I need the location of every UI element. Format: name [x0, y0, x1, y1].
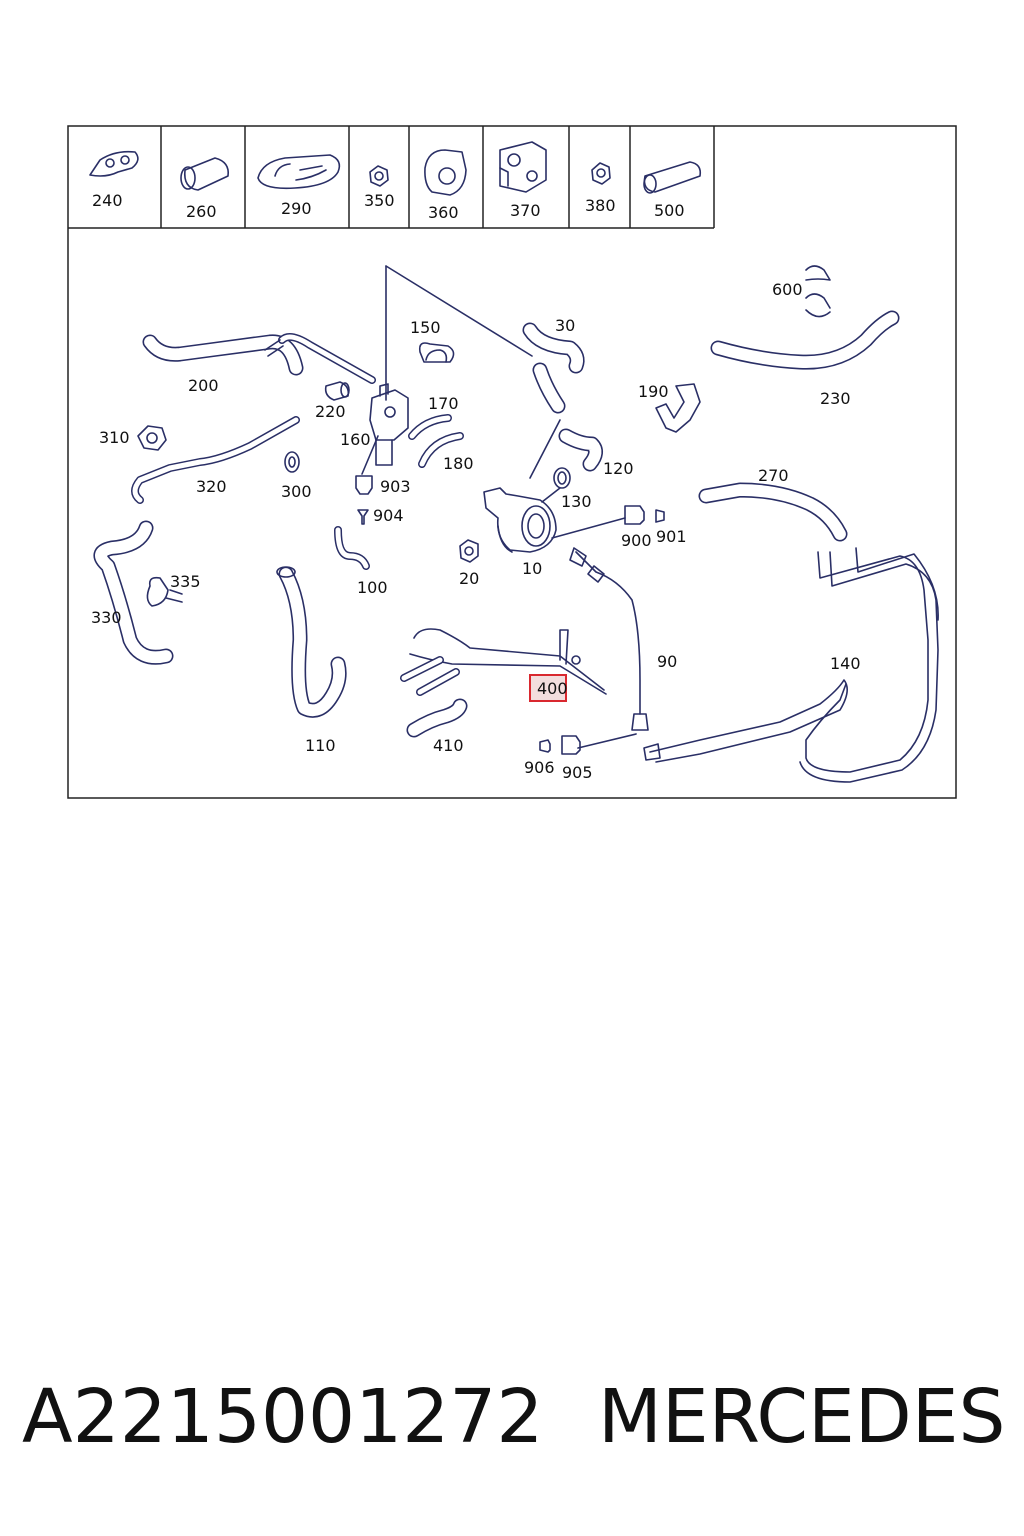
footer-caption: A2215001272 MERCEDES [0, 1372, 1024, 1472]
callout-170: 170 [428, 394, 459, 413]
callout-903: 903 [380, 477, 411, 496]
callout-90: 90 [657, 652, 677, 671]
header-label-350: 350 [364, 191, 395, 210]
foam-tube-icon [643, 161, 702, 194]
hose-170 [408, 414, 452, 440]
callout-600: 600 [772, 280, 803, 299]
callout-200: 200 [188, 376, 219, 395]
hose-270 [698, 482, 848, 542]
hose-100 [334, 526, 370, 570]
callout-901: 901 [656, 527, 687, 546]
nut-310 [137, 425, 167, 451]
connector-903 [355, 475, 373, 495]
hose-330 [93, 520, 174, 665]
callout-310: 310 [99, 428, 130, 447]
callout-150: 150 [410, 318, 441, 337]
clamp-150 [418, 342, 455, 363]
callout-904: 904 [373, 506, 404, 525]
bracket-clip-icon [89, 150, 139, 177]
highlight-box-400 [529, 674, 567, 702]
connector-900 [624, 505, 645, 525]
plug-906 [539, 739, 551, 753]
hose-30 [522, 322, 585, 414]
sleeve-220 [324, 381, 350, 401]
callout-400: 400 [537, 679, 568, 698]
hose-410 [406, 698, 468, 738]
header-label-240: 240 [92, 191, 123, 210]
bracket-190 [655, 383, 701, 433]
valve-160 [369, 383, 409, 466]
hose-230 [710, 310, 900, 370]
header-strip: 240 260 290 350 360 370 [68, 126, 715, 229]
header-label-260: 260 [186, 202, 217, 221]
header-label-380: 380 [585, 196, 616, 215]
cable-90 [569, 547, 649, 731]
grommet-plate-icon [257, 154, 341, 190]
hose-110 [276, 566, 347, 718]
callout-410: 410 [433, 736, 464, 755]
clamp-130 [553, 467, 571, 489]
callout-140: 140 [830, 654, 861, 673]
clamp-block-icon [424, 149, 467, 196]
callout-100: 100 [357, 578, 388, 597]
callout-180: 180 [443, 454, 474, 473]
connector-905 [561, 735, 581, 755]
header-label-500: 500 [654, 201, 685, 220]
hose-120 [558, 428, 603, 472]
clip-600 [805, 265, 831, 318]
callout-120: 120 [603, 459, 634, 478]
callout-110: 110 [305, 736, 336, 755]
plug-904 [357, 509, 369, 525]
header-label-360: 360 [428, 203, 459, 222]
pump-10 [483, 487, 557, 553]
callout-230: 230 [820, 389, 851, 408]
callout-906: 906 [524, 758, 555, 777]
nut-20 [459, 539, 479, 563]
hose-180 [418, 432, 464, 468]
header-label-370: 370 [510, 201, 541, 220]
callout-190: 190 [638, 382, 669, 401]
sleeve-icon [180, 157, 230, 191]
callout-320: 320 [196, 477, 227, 496]
mount-bracket-icon [499, 141, 547, 193]
header-label-290: 290 [281, 199, 312, 218]
callout-10: 10 [522, 559, 542, 578]
plug-901 [655, 509, 665, 523]
hex-nut-icon [591, 162, 611, 185]
callout-300: 300 [281, 482, 312, 501]
callout-30: 30 [555, 316, 575, 335]
brand-name: MERCEDES [598, 1374, 1006, 1460]
clip-335 [146, 576, 183, 607]
callout-270: 270 [758, 466, 789, 485]
callout-220: 220 [315, 402, 346, 421]
callout-330: 330 [91, 608, 122, 627]
hex-nut-icon [369, 165, 389, 187]
callout-905: 905 [562, 763, 593, 782]
callout-20: 20 [459, 569, 479, 588]
part-number: A2215001272 [22, 1374, 544, 1460]
callout-160: 160 [340, 430, 371, 449]
pipe-320 [131, 416, 300, 504]
pipe-assembly-400 [400, 628, 607, 696]
callout-130: 130 [561, 492, 592, 511]
hose-200 [142, 332, 376, 384]
washer-300 [284, 451, 300, 473]
pipe-bundle-140 [643, 547, 939, 783]
callout-900: 900 [621, 531, 652, 550]
callout-335: 335 [170, 572, 201, 591]
callout-labels: 10 20 30 90 100 110 120 130 140 150 160 … [91, 280, 861, 782]
parts-diagram: 240 260 290 350 360 370 [67, 125, 957, 799]
diagram-frame [67, 125, 957, 799]
